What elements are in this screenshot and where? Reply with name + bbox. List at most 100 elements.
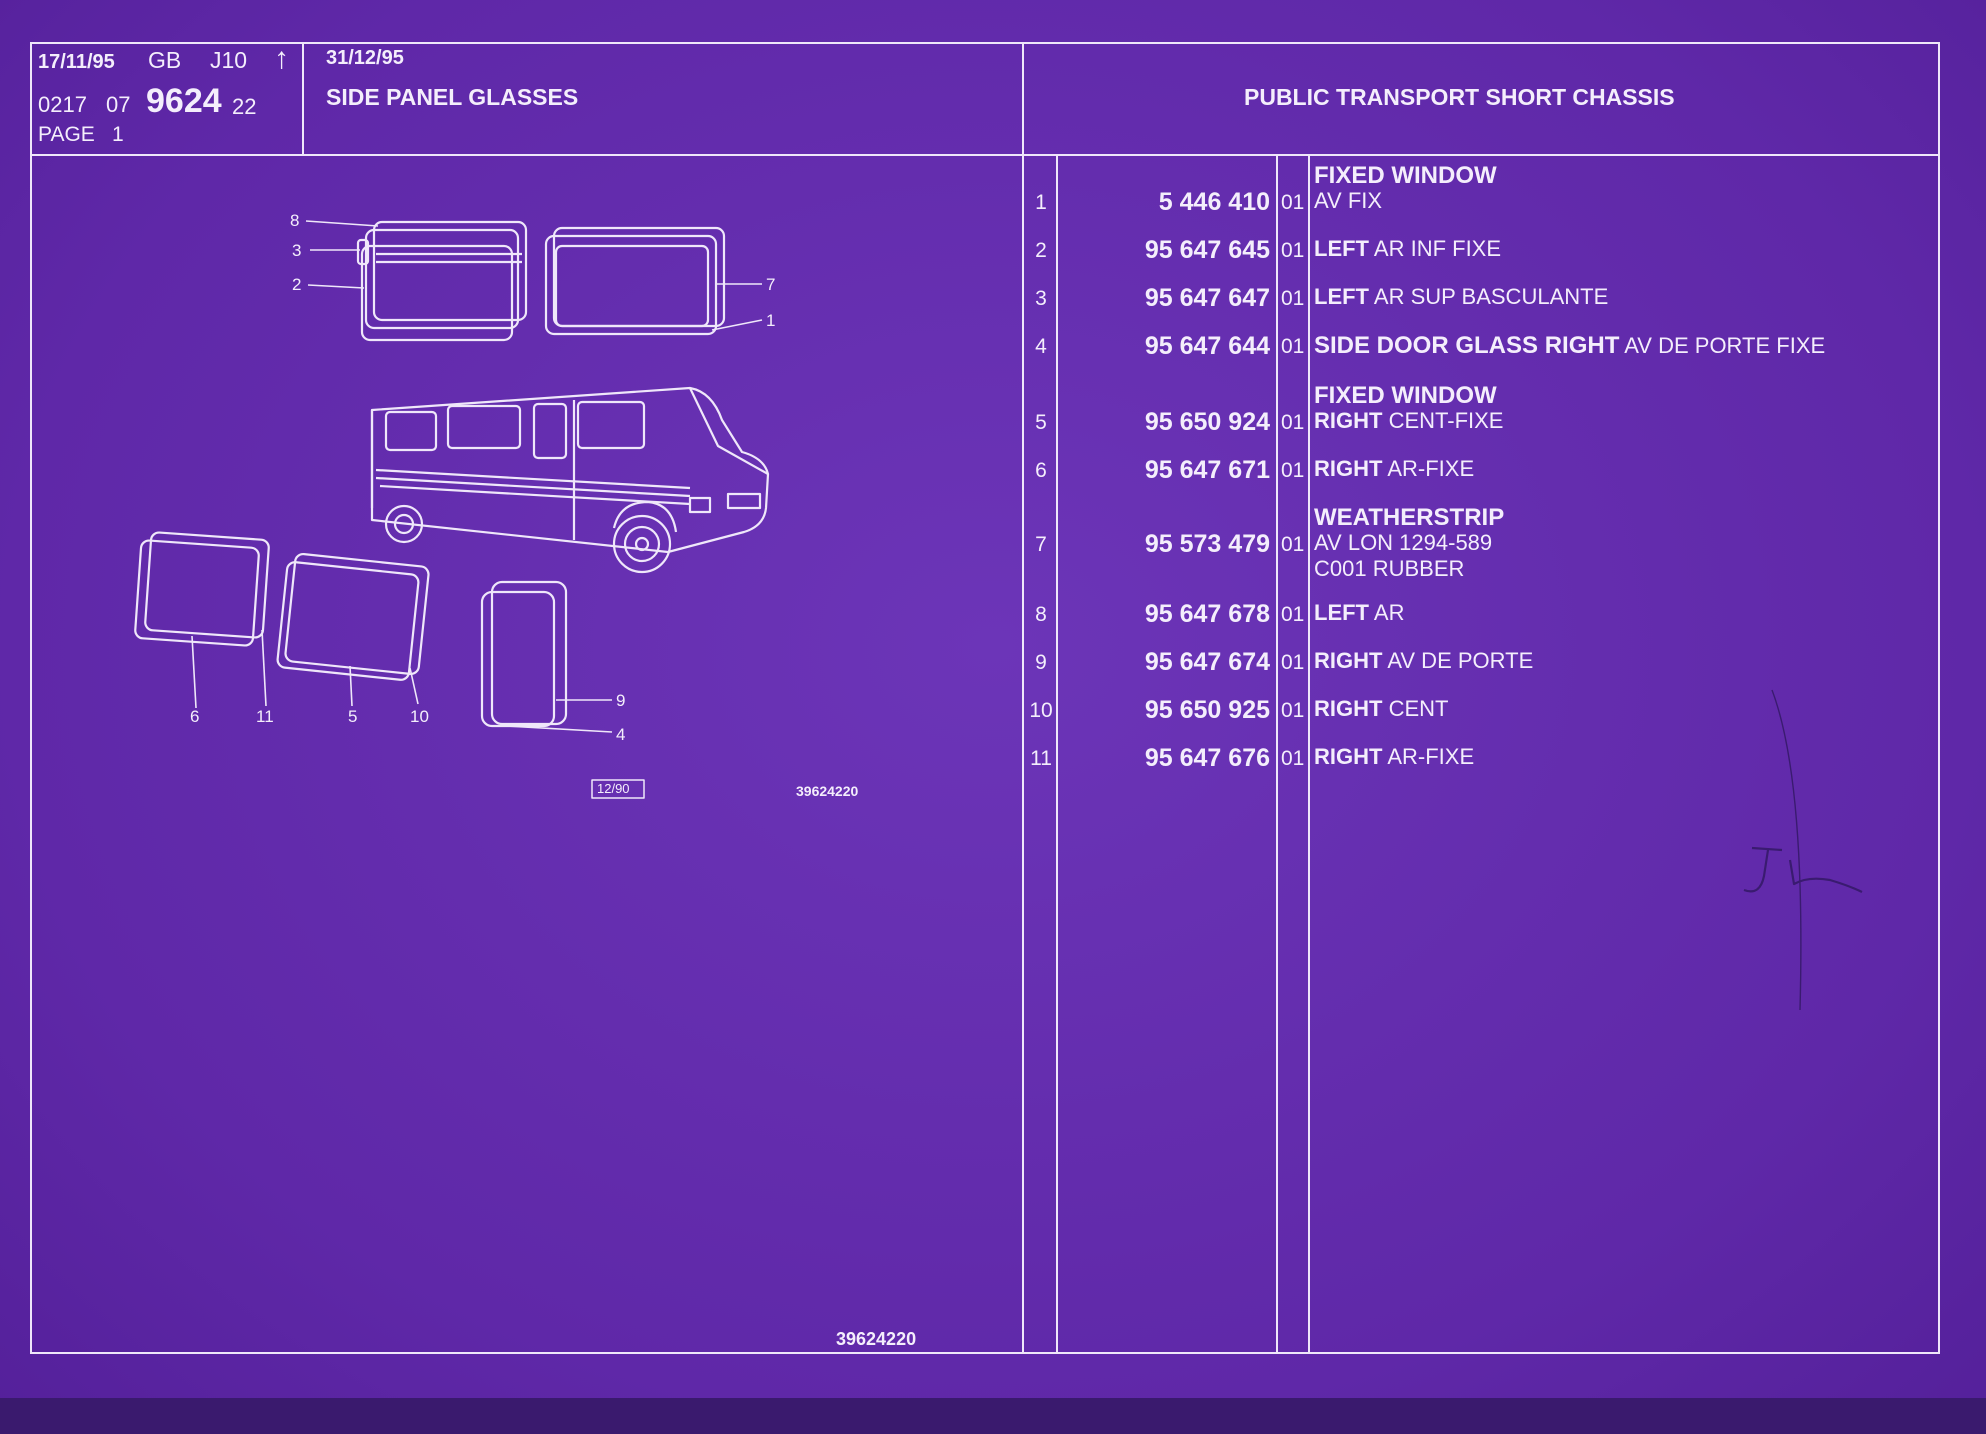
country-code: GB [148,47,182,73]
description-text: AV LON 1294-589 [1314,530,1493,555]
diagram-date: 12/90 [597,781,630,796]
callout-11: 11 [256,707,274,726]
handwritten-signature [1743,846,1863,893]
quantity: 01 [1281,335,1305,358]
window-glass-lower-6 [134,531,270,647]
quantity: 01 [1281,651,1305,674]
callout-9: 9 [616,691,626,710]
description-lead: SIDE DOOR GLASS RIGHT [1314,332,1620,359]
description-heading: FIXED WINDOW [1314,382,1497,409]
description-lead: LEFT [1314,600,1369,625]
code-c: 22 [232,94,257,119]
part-number: 95 647 676 [1144,744,1270,772]
description-detail: AR [1373,600,1405,625]
description-detail: AR SUP BASCULANTE [1373,284,1609,309]
header-bottom-rule [30,154,1940,156]
callout-8: 8 [290,211,300,230]
description-extra: C001 RUBBER [1314,556,1465,581]
print-date: 17/11/95 [38,51,115,73]
description-text: RIGHT AV DE PORTE [1314,650,1533,672]
main-code: 9624 [146,82,222,120]
description-detail: AR-FIXE [1387,456,1475,481]
description-lead: LEFT [1314,236,1369,261]
quantity: 01 [1281,603,1305,626]
description-detail: CENT-FIXE [1388,408,1504,433]
callout-1: 1 [766,311,776,330]
description-text: RIGHT CENT [1314,698,1448,720]
code-b: 07 [106,92,131,117]
callout-5: 5 [348,707,358,726]
description-text: LEFT AR [1314,602,1404,624]
description-text: RIGHT AR-FIXE [1314,458,1474,480]
vehicle-title: PUBLIC TRANSPORT SHORT CHASSIS [1244,84,1675,110]
row-number: 10 [1029,699,1053,722]
callout-6: 6 [190,707,200,726]
description-heading: FIXED WINDOW [1314,162,1497,189]
description-text: RIGHT CENT-FIXE [1314,410,1503,432]
row-number: 1 [1035,191,1047,214]
callout-7: 7 [766,275,776,294]
part-number: 95 647 645 [1144,236,1270,264]
row-number: 8 [1035,603,1047,626]
row-number: 11 [1030,747,1052,770]
description-detail: AR-FIXE [1387,744,1475,769]
up-arrow-icon: ↑ [274,42,289,75]
column-divider-part [1276,154,1278,1354]
part-number: 95 650 925 [1144,696,1270,724]
callout-2: 2 [292,275,302,294]
description-lead: RIGHT [1314,456,1383,481]
row-number: 5 [1035,411,1047,434]
column-divider-qty [1308,154,1310,1354]
part-number: 95 647 644 [1144,332,1270,360]
quantity: 01 [1281,699,1305,722]
page-label: PAGE [38,123,95,146]
pen-scratch [1771,689,1802,1011]
part-number: 95 647 647 [1144,284,1270,312]
description-text: LEFT AR INF FIXE [1314,238,1501,260]
callout-leaders-upper [305,220,763,331]
part-number: 95 650 924 [1144,408,1270,436]
description-text: LEFT AR SUP BASCULANTE [1314,286,1608,308]
description-lead: RIGHT [1314,408,1383,433]
callout-leaders-lower [191,629,613,733]
callout-3: 3 [292,241,302,260]
callout-10: 10 [410,707,429,726]
code-a: 0217 [38,92,87,117]
column-divider-diagram [1022,42,1024,1354]
description-text: AV FIX [1314,188,1383,213]
section-title: SIDE PANEL GLASSES [326,84,579,110]
quantity: 01 [1281,191,1305,214]
film-edge [0,1398,1986,1434]
quantity: 01 [1281,287,1305,310]
part-number: 95 647 674 [1144,648,1270,676]
description-lead: RIGHT [1314,744,1383,769]
quantity: 01 [1281,411,1305,434]
range-code: J10 [210,47,248,73]
column-divider-number [1056,154,1058,1354]
window-glass-lower-door [480,580,568,728]
diagram-date-box [591,779,645,799]
diagram-drawing-ref: 39624220 [796,783,859,799]
row-number: 7 [1035,533,1047,556]
row-number: 6 [1035,459,1047,482]
description-detail: CENT [1388,696,1449,721]
row-number: 3 [1035,287,1047,310]
quantity: 01 [1281,533,1305,556]
part-number: 95 647 678 [1144,600,1270,628]
quantity: 01 [1281,459,1305,482]
page-number: 1 [112,123,124,146]
window-glass-upper-right [544,226,726,336]
quantity: 01 [1281,747,1305,770]
description-heading: WEATHERSTRIP [1314,504,1505,531]
description-detail: AV DE PORTE FIXE [1624,333,1826,358]
description-lead: RIGHT [1314,648,1383,673]
row-number: 9 [1035,651,1047,674]
sheet-frame [30,42,1940,1354]
window-glass-upper-left [356,220,528,342]
footer-reference: 39624220 [836,1329,917,1349]
description-lead: LEFT [1314,284,1369,309]
row-number: 4 [1035,335,1047,358]
description-text: RIGHT AR-FIXE [1314,746,1474,768]
